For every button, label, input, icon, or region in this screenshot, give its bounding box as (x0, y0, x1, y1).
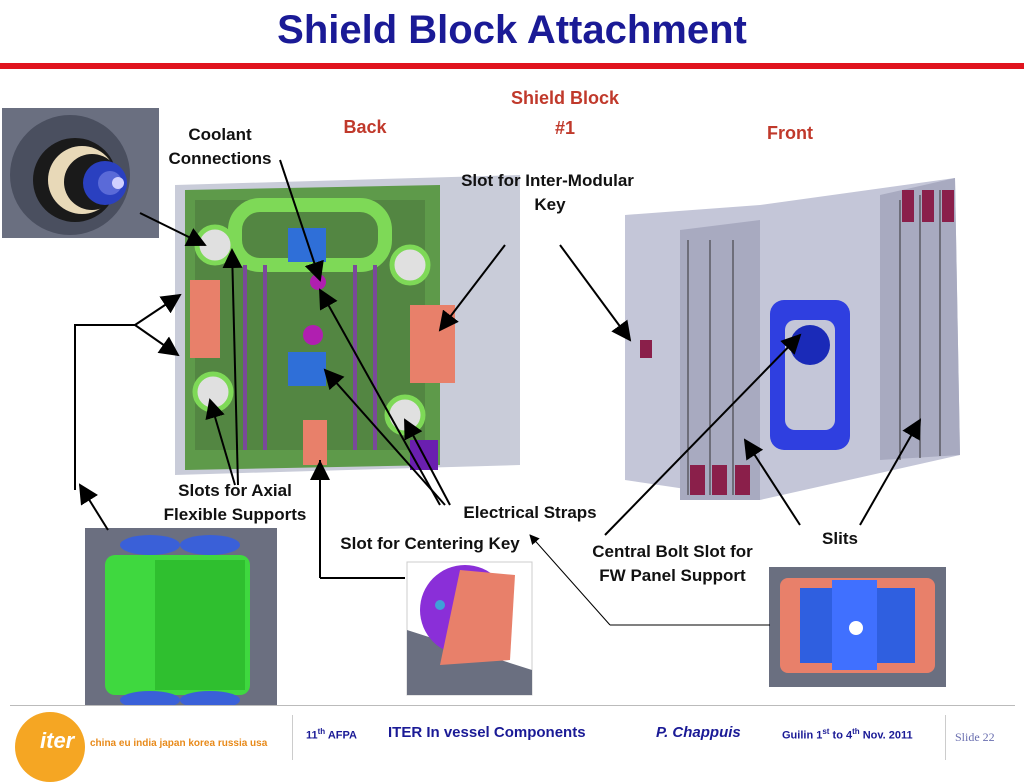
inset-axial-flexible-support (85, 528, 277, 705)
label-slot-centering-key: Slot for Centering Key (340, 534, 520, 553)
leader-arrows (74, 159, 921, 579)
label-shield-block-number: #1 (554, 118, 576, 138)
footer-topic: ITER In vessel Components (388, 724, 586, 741)
label-coolant: Coolant (188, 125, 252, 144)
slide-number: Slide 22 (955, 730, 995, 744)
footer-rule (10, 705, 1015, 706)
label-slots-axial: Slots for Axial (178, 481, 292, 500)
inset-coolant-connection (2, 108, 159, 238)
label-central-bolt-slot: Central Bolt Slot for (592, 542, 753, 561)
shield-block-back-view (175, 175, 520, 475)
label-slot-intermodular-key: Key (534, 195, 566, 214)
label-flexible-supports: Flexible Supports (163, 505, 307, 524)
slide-title: Shield Block Attachment (277, 8, 747, 52)
label-fw-panel-support: FW Panel Support (599, 566, 746, 585)
shield-block-diagram (2, 108, 960, 705)
footer-conference: 11th AFPA (306, 727, 357, 742)
label-shield-block: Shield Block (510, 88, 620, 108)
label-front: Front (767, 123, 813, 143)
footer-author: P. Chappuis (656, 724, 741, 741)
label-connections: Connections (168, 149, 272, 168)
label-slot-intermodular: Slot for Inter-Modular (461, 171, 634, 190)
iter-logo-text: iter (40, 728, 75, 753)
inset-central-bolt-slot (769, 567, 946, 687)
shield-block-front-view (625, 178, 960, 500)
inset-centering-key (406, 561, 533, 696)
label-slits: Slits (822, 529, 858, 548)
label-electrical-straps: Electrical Straps (463, 503, 597, 522)
label-back: Back (343, 117, 387, 137)
footer-location-date: Guilin 1st to 4th Nov. 2011 (782, 727, 913, 742)
title-rule (0, 63, 1024, 69)
member-countries: china eu india japan korea russia usa (90, 738, 268, 749)
